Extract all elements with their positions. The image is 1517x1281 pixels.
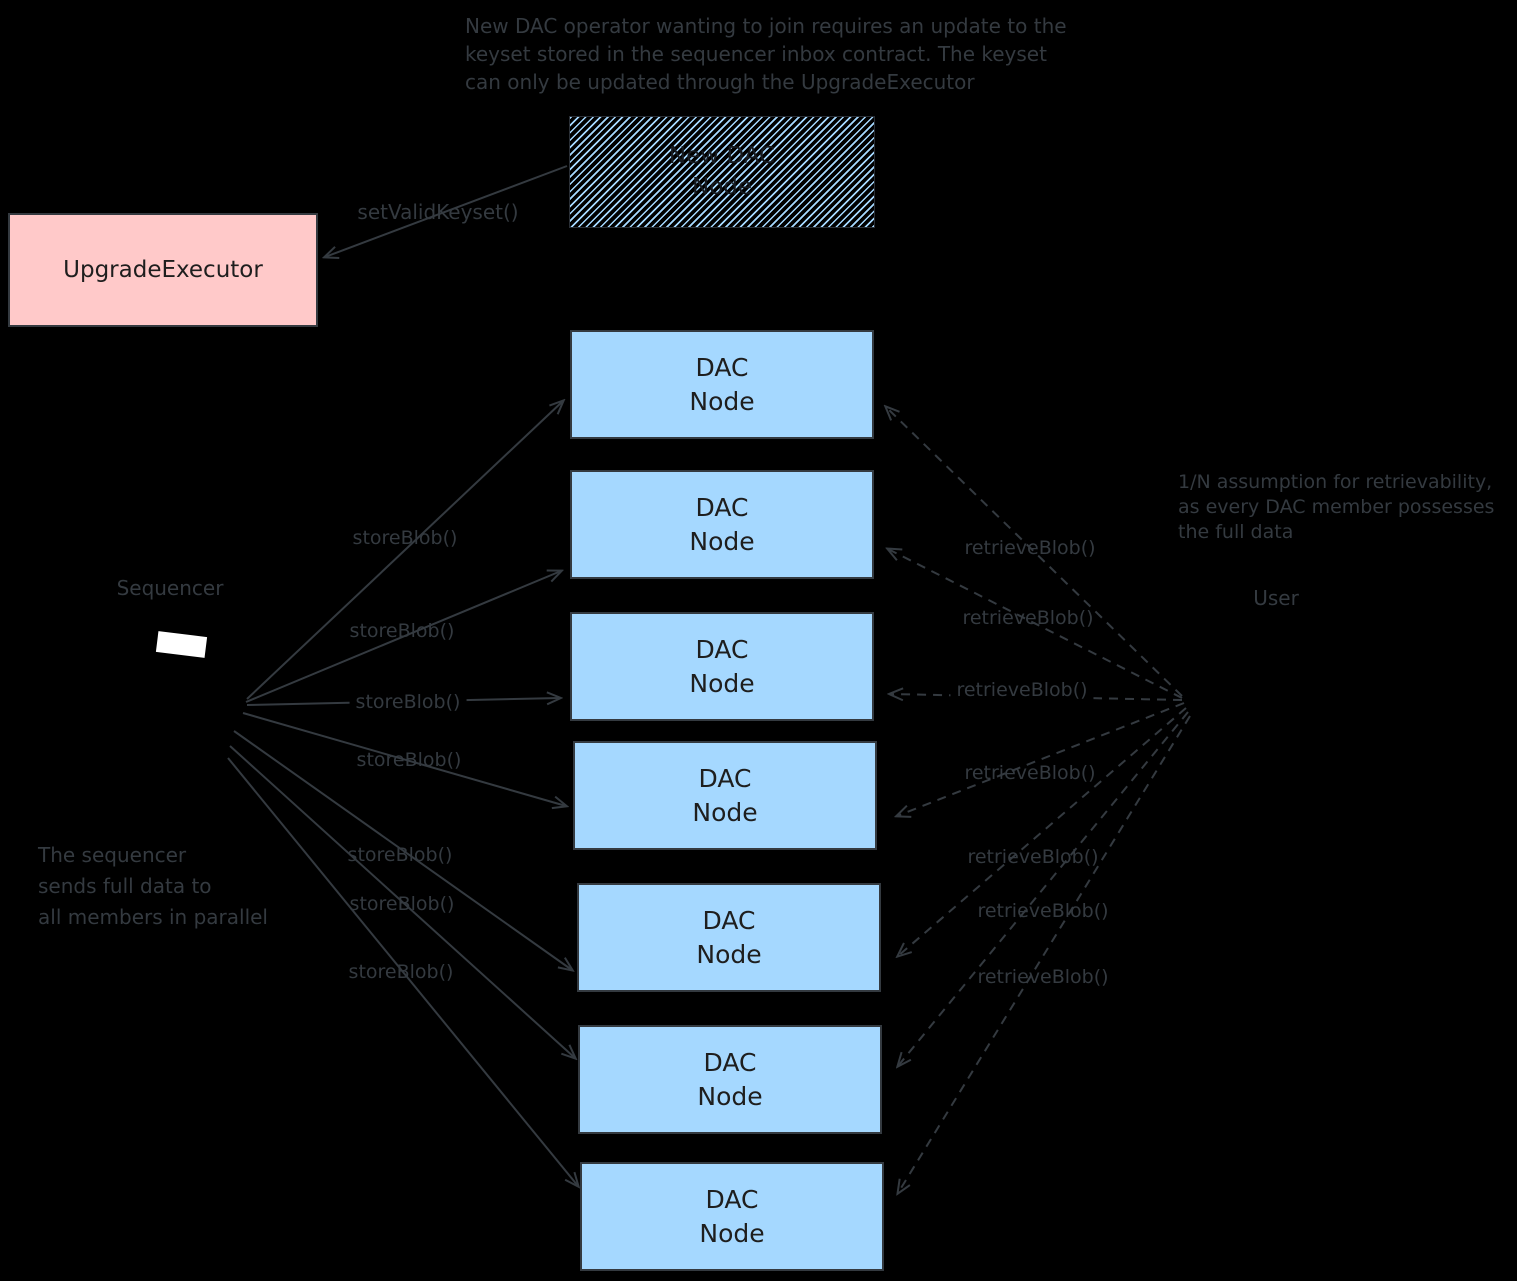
retrieve-blob-label: retrieveBlob() [964, 537, 1096, 559]
retrieve-blob-label: retrieveBlob() [962, 607, 1094, 629]
upgrade-executor-label: UpgradeExecutor [63, 257, 263, 283]
sequencer-label: Sequencer [116, 576, 224, 600]
dac-node-label: DAC Node [697, 1047, 763, 1111]
retrieve-blob-arrow [897, 702, 1185, 816]
store-blob-label: storeBlob() [356, 749, 462, 771]
store-blob-label: storeBlob() [348, 961, 454, 983]
store-blob-arrow [233, 730, 572, 970]
new-dac-node-label: New DAC Node [668, 143, 776, 200]
retrieve-blob-arrow [886, 407, 1183, 697]
dac-node-box: DAC Node [570, 612, 874, 721]
store-blob-arrow [245, 571, 561, 703]
retrieve-blob-arrow [898, 715, 1191, 1193]
set-valid-keyset-label: setValidKeyset() [357, 200, 519, 224]
dac-node-label: DAC Node [689, 634, 755, 698]
dac-node-label: DAC Node [692, 763, 758, 827]
store-blob-label: storeBlob() [347, 844, 453, 866]
dac-node-box: DAC Node [570, 470, 874, 579]
dac-node-label: DAC Node [696, 905, 762, 969]
top-annotation: New DAC operator wanting to join require… [465, 14, 1067, 94]
store-blob-label: storeBlob() [349, 620, 455, 642]
dac-node-box: DAC Node [570, 330, 874, 439]
retrieve-blob-label: retrieveBlob() [977, 900, 1109, 922]
dac-node-box: DAC Node [578, 1025, 882, 1134]
dac-node-label: DAC Node [689, 492, 755, 556]
store-blob-arrow [227, 757, 578, 1186]
dac-node-box: DAC Node [580, 1162, 884, 1271]
retrieve-blob-arrow [888, 549, 1183, 699]
retrieve-blob-label: retrieveBlob() [977, 966, 1109, 988]
sequencer-note: The sequencer sends full data to all mem… [38, 843, 268, 929]
upgrade-executor-box: UpgradeExecutor [8, 213, 318, 327]
dac-node-box: DAC Node [573, 741, 877, 850]
new-dac-node-box: New DAC Node [569, 116, 875, 228]
dac-node-label: DAC Node [699, 1184, 765, 1248]
set-valid-keyset-arrow [325, 165, 568, 257]
store-blob-label: storeBlob() [349, 893, 455, 915]
dac-node-box: DAC Node [577, 883, 881, 992]
store-blob-arrow [246, 401, 563, 700]
retrieve-blob-label: retrieveBlob() [950, 679, 1094, 701]
store-blob-arrow [242, 712, 566, 806]
retrieve-blob-label: retrieveBlob() [967, 846, 1099, 868]
retrieve-blob-arrow [898, 711, 1189, 1066]
retrieve-blob-label: retrieveBlob() [964, 762, 1096, 784]
dac-node-label: DAC Node [689, 352, 755, 416]
store-blob-label: storeBlob() [349, 691, 467, 713]
store-blob-arrow [229, 745, 575, 1058]
retrievability-note: 1/N assumption for retrievability, as ev… [1178, 471, 1495, 543]
user-label: User [1253, 586, 1299, 610]
store-blob-label: storeBlob() [352, 527, 458, 549]
